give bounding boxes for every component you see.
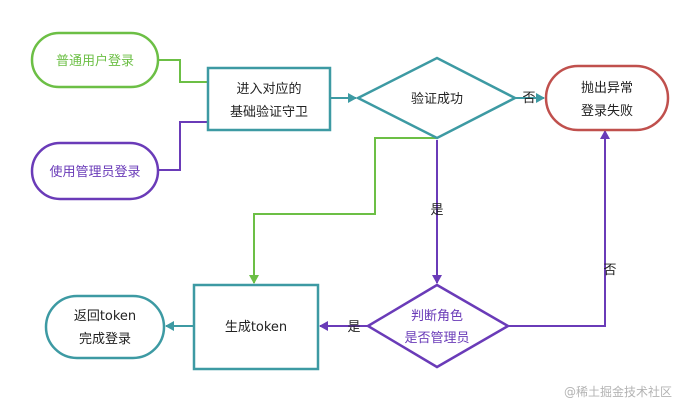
node-role-check: [365, 283, 511, 369]
node-generate-token: [192, 283, 320, 371]
edge-label-verify-fail: 否: [522, 91, 535, 106]
watermark: @稀土掘金技术社区: [564, 384, 672, 399]
node-admin-login-label: 使用管理员登录: [49, 164, 140, 180]
node-role-check-label-line1: 判断角色: [411, 308, 463, 324]
node-admin-login: [30, 141, 160, 201]
edge-role-to-exception: [508, 130, 610, 327]
edge-label-admin-no: 否: [603, 263, 616, 278]
node-exception-label-line2: 登录失败: [581, 104, 633, 119]
node-role-check-label-line2: 是否管理员: [404, 331, 469, 346]
node-guard-label-line2: 基础验证守卫: [230, 104, 308, 120]
node-return-token: [44, 294, 166, 360]
edge-normal-to-guard: [158, 59, 208, 83]
edge-label-admin-yes: 是: [347, 320, 360, 335]
node-exception: [544, 64, 670, 132]
node-guard: [206, 66, 332, 132]
node-verify: [355, 56, 518, 140]
edge-admin-to-guard: [158, 121, 208, 171]
node-exception-label-line1: 抛出异常: [581, 81, 633, 96]
node-normal-login-label: 普通用户登录: [56, 53, 134, 69]
node-normal-login: [30, 31, 160, 89]
node-verify-label: 验证成功: [411, 91, 463, 107]
node-return-token-label-line2: 完成登录: [79, 332, 131, 347]
node-return-token-label-line1: 返回token: [74, 309, 136, 324]
edge-verify-to-token: [249, 137, 436, 284]
node-generate-token-label: 生成token: [225, 320, 287, 335]
node-guard-label-line1: 进入对应的: [236, 81, 301, 97]
edge-label-verify-ok: 是: [430, 203, 443, 218]
